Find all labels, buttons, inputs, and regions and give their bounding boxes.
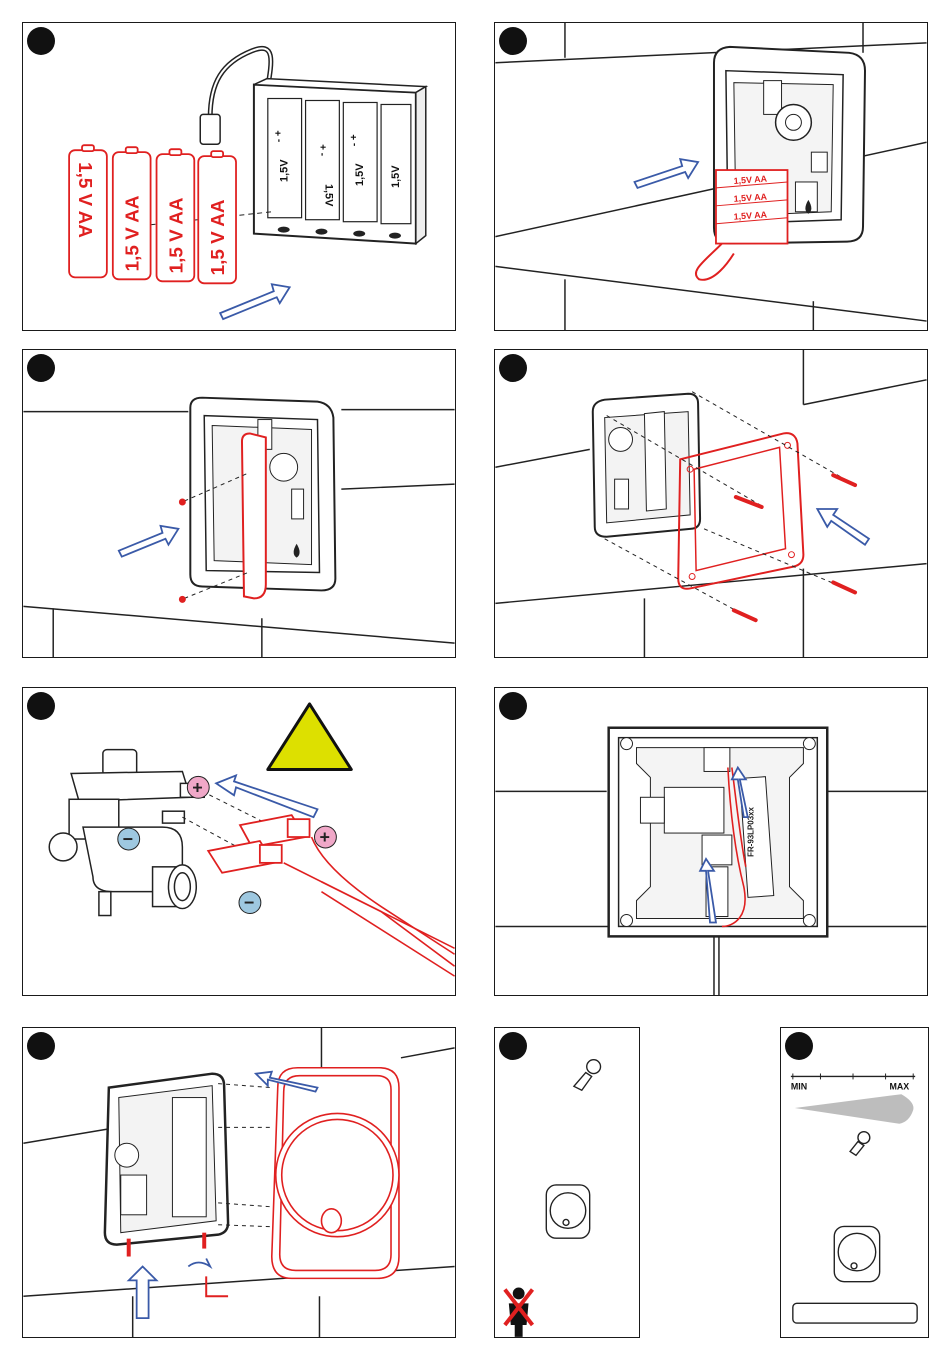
- insert-direction-arrow-icon: [634, 159, 698, 188]
- holder-polarity-2: + -: [316, 144, 327, 156]
- shower-head-icon: [850, 1132, 870, 1156]
- minus-symbol: −: [123, 829, 133, 849]
- screw-icon: [179, 499, 186, 506]
- panel-step-6-install-in-box: FR-93LP03xx: [494, 687, 928, 996]
- panel-step-1-insert-batteries: 1,5V 1,5V 1,5V 1,5V - + + - - + 1,5 V AA…: [22, 22, 456, 331]
- panel-step-7-mount-cover: [22, 1027, 456, 1338]
- panel-step-8-user-away: [494, 1027, 640, 1338]
- connector-plug: [200, 114, 220, 144]
- flush-box: [105, 1074, 228, 1245]
- wall-tiles: [495, 350, 926, 657]
- holder-cell-label-4: 1,5V: [390, 165, 402, 188]
- insert-direction-arrow-icon: [220, 284, 290, 319]
- shower-head-icon: [574, 1060, 601, 1091]
- insert-direction-arrow-icon: [817, 509, 869, 545]
- battery-pack: 1,5V AA 1,5V AA 1,5V AA: [696, 170, 788, 280]
- detection-beam: [795, 1094, 914, 1124]
- battery-label-3: 1,5 V AA: [165, 197, 186, 273]
- cable: [284, 837, 455, 976]
- battery-pack-placement-illustration: 1,5V AA 1,5V AA 1,5V AA: [495, 23, 927, 330]
- minus-symbol-connector: −: [244, 893, 254, 913]
- range-setting-bar: [793, 1303, 917, 1323]
- plus-symbol-connector: +: [319, 827, 329, 847]
- battery-installation-illustration: 1,5V 1,5V 1,5V 1,5V - + + - - + 1,5 V AA…: [23, 23, 455, 330]
- screws: [734, 475, 855, 620]
- range-min-label: MIN: [791, 1081, 807, 1091]
- panel-step-5-connect-valve: + − + −: [22, 687, 456, 996]
- connector-plugs: [208, 815, 309, 873]
- panel-step-2-place-battery-pack: 1,5V AA 1,5V AA 1,5V AA: [494, 22, 928, 331]
- plus-symbol: +: [192, 777, 202, 797]
- no-person-icon: [505, 1288, 533, 1337]
- warning-triangle-icon: [268, 704, 351, 770]
- screw-icon: [179, 596, 186, 603]
- battery-holder: 1,5V 1,5V 1,5V 1,5V - + + - - +: [254, 79, 426, 244]
- range-max-label: MAX: [890, 1081, 910, 1091]
- installed-valve-illustration: FR-93LP03xx: [495, 688, 927, 995]
- connect-direction-arrow-icon: [216, 775, 317, 817]
- battery-label-1: 1,5 V AA: [75, 162, 96, 238]
- sensor-range-illustration: MIN MAX: [781, 1028, 928, 1337]
- flush-box: FR-93LP03xx: [609, 728, 828, 937]
- flush-box: [593, 394, 700, 537]
- sensor-idle-illustration: [495, 1028, 639, 1337]
- valve-wiring-illustration: + − + −: [23, 688, 455, 995]
- allen-key-icon: [206, 1276, 228, 1296]
- panel-step-3-fix-bracket: [22, 349, 456, 658]
- rotate-arrow-icon: [188, 1259, 210, 1267]
- sensor-plate-icon: [834, 1226, 879, 1281]
- sensor-plate-icon: [546, 1185, 589, 1238]
- frame-fixing-illustration: [495, 350, 927, 657]
- bracket-fixing-illustration: [23, 350, 455, 657]
- holder-polarity-3: - +: [349, 134, 360, 146]
- holder-cell-label-1: 1,5V: [279, 159, 291, 182]
- battery-label-2: 1,5 V AA: [122, 195, 143, 271]
- panel-step-4-fix-frame: [494, 349, 928, 658]
- valve-model-label: FR-93LP03xx: [747, 806, 756, 856]
- holder-cell-label-2: 1,5V: [322, 184, 334, 207]
- battery-label-4: 1,5 V AA: [207, 199, 228, 275]
- panel-step-9-adjust-range: MIN MAX: [780, 1027, 929, 1338]
- cover-plate: [272, 1068, 399, 1279]
- holder-cell-label-3: 1,5V: [354, 163, 366, 186]
- insert-direction-arrow-icon: [119, 526, 179, 557]
- cover-mount-illustration: [23, 1028, 455, 1337]
- holder-polarity-1: - +: [274, 130, 285, 142]
